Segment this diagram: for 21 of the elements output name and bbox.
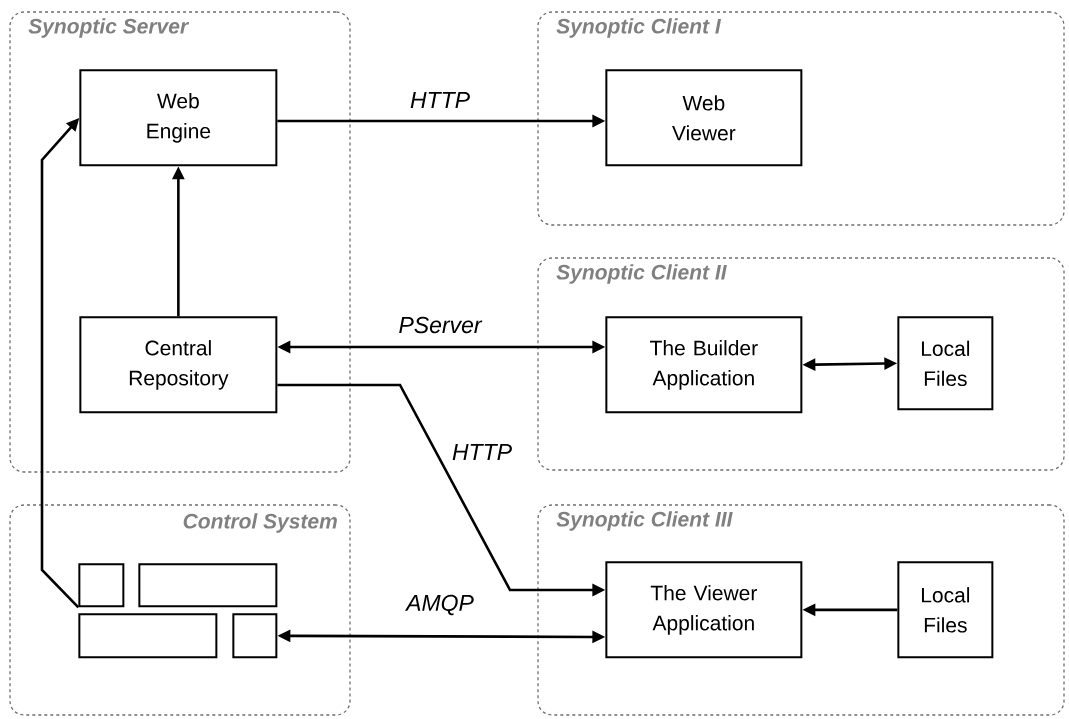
arrow	[40, 118, 80, 609]
edge-label: HTTP	[410, 92, 470, 108]
group-heading: Synoptic Client II	[556, 264, 727, 284]
process-box: Local Files	[897, 561, 994, 659]
edge-label: PServer	[399, 316, 483, 334]
group-heading: Synoptic Client I	[556, 18, 722, 38]
empty-box	[138, 563, 278, 608]
process-box: The Viewer Application	[605, 561, 803, 659]
empty-box	[78, 563, 125, 608]
process-box: Web Viewer	[605, 69, 803, 167]
empty-box	[232, 613, 278, 659]
process-box: Central Repository	[79, 316, 278, 414]
group-heading: Synoptic Client III	[556, 511, 733, 531]
group-heading: Control System	[183, 513, 337, 533]
process-box: Local Files	[897, 316, 994, 411]
edge-label: AMQP	[405, 594, 474, 616]
process-box: The Builder Application	[605, 316, 803, 414]
group-heading: Synoptic Server	[28, 18, 190, 38]
empty-box	[78, 613, 218, 659]
process-box: Web Engine	[79, 69, 278, 167]
edge-label: HTTP	[452, 444, 512, 460]
